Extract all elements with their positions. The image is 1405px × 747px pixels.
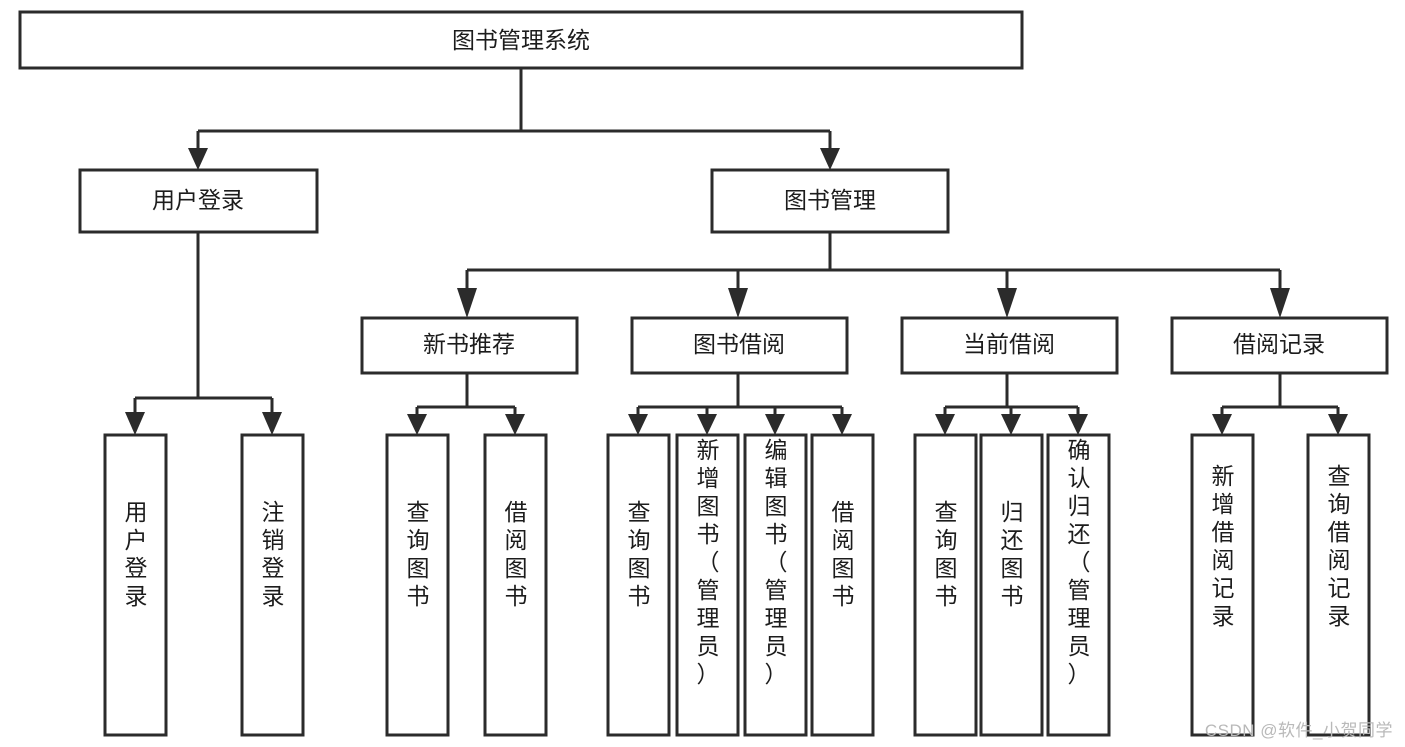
node-leaf-query-book-2-box[interactable] <box>606 433 671 737</box>
arrow-head-current-borrow <box>997 288 1017 318</box>
arrow-head-leaf-query-book-1 <box>407 414 427 435</box>
node-leaf-query-record-label: 查询借阅记录 <box>1328 463 1351 629</box>
node-leaf-edit-book-label: 编辑图书（管理员） <box>765 437 788 687</box>
node-leaf-query-book-3-box[interactable] <box>913 433 978 737</box>
node-leaf-query-book-3[interactable]: 查询图书 <box>913 433 978 737</box>
node-leaf-query-book-1[interactable]: 查询图书 <box>385 433 450 737</box>
node-book-management-label: 图书管理 <box>784 187 876 213</box>
arrow-head-book-management <box>820 148 840 170</box>
node-book-borrow-box[interactable] <box>630 316 849 375</box>
node-current-borrow-box[interactable] <box>900 316 1119 375</box>
arrow-head-leaf-query-record <box>1328 414 1348 435</box>
node-leaf-add-book-box[interactable] <box>675 433 740 737</box>
arrow-head-leaf-query-book-2 <box>628 414 648 435</box>
node-leaf-return-book[interactable]: 归还图书 <box>979 433 1044 737</box>
node-borrow-record[interactable]: 借阅记录 <box>1170 316 1389 375</box>
node-leaf-borrow-book-2-box[interactable] <box>810 433 875 737</box>
node-leaf-query-record-box[interactable] <box>1306 433 1371 737</box>
node-leaf-confirm-return[interactable]: 确认归还（管理员） <box>1046 433 1111 737</box>
node-leaf-query-book-2[interactable]: 查询图书 <box>606 433 671 737</box>
node-leaf-query-book-1-label: 查询图书 <box>407 499 430 609</box>
node-leaf-borrow-book-2[interactable]: 借阅图书 <box>810 433 875 737</box>
arrow-head-leaf-user-logout <box>262 412 282 435</box>
node-leaf-borrow-book-1-box[interactable] <box>483 433 548 737</box>
arrow-head-leaf-user-login <box>125 412 145 435</box>
node-leaf-user-logout-label: 注销登录 <box>262 499 285 609</box>
arrow-head-book-borrow <box>728 288 748 318</box>
node-leaf-add-book[interactable]: 新增图书（管理员） <box>675 433 740 737</box>
node-leaf-user-login[interactable]: 用户登录 <box>103 433 168 737</box>
node-root[interactable]: 图书管理系统 <box>18 10 1024 70</box>
leaf-nodes-layer: 用户登录 注销登录 查询图书 借阅图书 查询图书 新增图书（管理员） <box>103 433 1371 737</box>
node-leaf-add-record[interactable]: 新增借阅记录 <box>1190 433 1255 737</box>
node-borrow-record-box[interactable] <box>1170 316 1389 375</box>
node-leaf-query-book-2-label: 查询图书 <box>628 499 651 609</box>
node-user-login[interactable]: 用户登录 <box>78 168 319 234</box>
node-current-borrow-label: 当前借阅 <box>963 331 1055 357</box>
node-root-box[interactable] <box>18 10 1024 70</box>
node-leaf-add-record-box[interactable] <box>1190 433 1255 737</box>
node-new-book-recommend[interactable]: 新书推荐 <box>360 316 579 375</box>
node-current-borrow[interactable]: 当前借阅 <box>900 316 1119 375</box>
node-leaf-user-logout-box[interactable] <box>240 433 305 737</box>
connectors-layer <box>125 68 1348 435</box>
node-leaf-borrow-book-1-label: 借阅图书 <box>505 499 528 609</box>
arrow-head-leaf-query-book-3 <box>935 414 955 435</box>
node-leaf-user-login-label: 用户登录 <box>125 499 148 609</box>
node-book-management-box[interactable] <box>710 168 950 234</box>
node-leaf-edit-book-box[interactable] <box>743 433 808 737</box>
node-leaf-confirm-return-label: 确认归还（管理员） <box>1068 437 1091 687</box>
node-leaf-confirm-return-box[interactable] <box>1046 433 1111 737</box>
arrow-head-leaf-add-record <box>1212 414 1232 435</box>
node-leaf-return-book-box[interactable] <box>979 433 1044 737</box>
node-user-login-box[interactable] <box>78 168 319 234</box>
arrow-head-borrow-record <box>1270 288 1290 318</box>
arrow-head-user-login <box>188 148 208 170</box>
node-leaf-edit-book[interactable]: 编辑图书（管理员） <box>743 433 808 737</box>
arrow-head-leaf-confirm-return <box>1068 414 1088 435</box>
node-book-management[interactable]: 图书管理 <box>710 168 950 234</box>
node-leaf-add-book-label: 新增图书（管理员） <box>697 437 720 687</box>
arrow-head-leaf-borrow-book-2 <box>832 414 852 435</box>
node-leaf-borrow-book-2-label: 借阅图书 <box>832 499 855 609</box>
node-leaf-user-login-box[interactable] <box>103 433 168 737</box>
node-new-book-recommend-label: 新书推荐 <box>423 331 515 357</box>
node-root-label: 图书管理系统 <box>452 27 590 53</box>
node-leaf-query-record[interactable]: 查询借阅记录 <box>1306 433 1371 737</box>
node-leaf-query-book-3-label: 查询图书 <box>935 499 958 609</box>
node-leaf-user-logout[interactable]: 注销登录 <box>240 433 305 737</box>
csdn-watermark: CSDN @软件_小贺同学 <box>1204 721 1393 740</box>
arrow-head-new-book-recommend <box>457 288 477 318</box>
arrow-head-leaf-borrow-book-1 <box>505 414 525 435</box>
node-leaf-add-record-label: 新增借阅记录 <box>1212 463 1235 629</box>
node-leaf-return-book-label: 归还图书 <box>1001 499 1024 609</box>
arrow-head-leaf-add-book <box>697 414 717 435</box>
node-book-borrow[interactable]: 图书借阅 <box>630 316 849 375</box>
arrow-head-leaf-return-book <box>1001 414 1021 435</box>
node-new-book-recommend-box[interactable] <box>360 316 579 375</box>
node-leaf-query-book-1-box[interactable] <box>385 433 450 737</box>
node-borrow-record-label: 借阅记录 <box>1233 331 1325 357</box>
node-book-borrow-label: 图书借阅 <box>693 331 785 357</box>
node-user-login-label: 用户登录 <box>152 187 244 213</box>
node-leaf-borrow-book-1[interactable]: 借阅图书 <box>483 433 548 737</box>
arrow-head-leaf-edit-book <box>765 414 785 435</box>
